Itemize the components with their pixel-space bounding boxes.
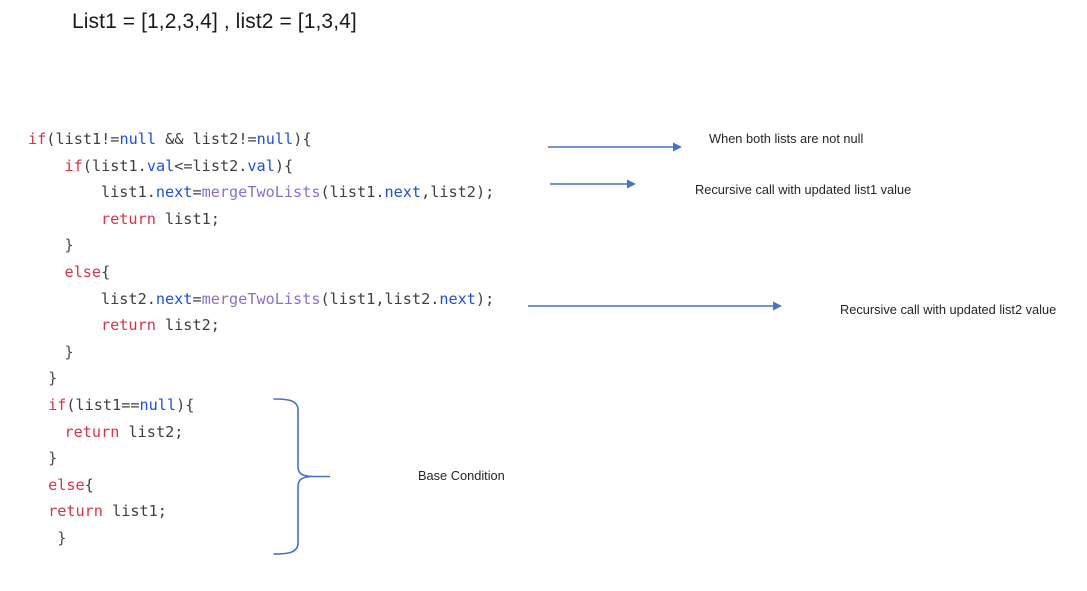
annotation-label: Recursive call with updated list2 value bbox=[840, 302, 1057, 317]
code-token-keyword: return bbox=[101, 316, 156, 335]
code-token-blue: val bbox=[146, 156, 175, 175]
annotation-arrow-icon bbox=[528, 301, 782, 311]
code-token-plain: (list1,list2. bbox=[320, 289, 440, 308]
code-token-plain: ){ bbox=[293, 130, 312, 148]
code-line: return list2; bbox=[28, 312, 494, 339]
code-token-plain: { bbox=[84, 475, 94, 494]
code-line: list1.next=mergeTwoLists(list1.next,list… bbox=[28, 179, 494, 206]
annotation-label: Recursive call with updated list1 value bbox=[695, 182, 912, 197]
code-token-blue: null bbox=[256, 130, 294, 148]
code-token-plain: list1; bbox=[155, 209, 220, 228]
code-line: } bbox=[28, 445, 494, 472]
code-line: return list1; bbox=[28, 498, 494, 525]
code-line: return list2; bbox=[28, 419, 494, 446]
code-token-brace: } bbox=[48, 449, 58, 468]
code-line: else{ bbox=[28, 259, 494, 286]
code-line: } bbox=[28, 365, 494, 392]
code-line: if(list1!=null && list2!=null){ bbox=[28, 126, 494, 153]
code-token-brace: } bbox=[57, 528, 67, 547]
annotation-arrow-icon bbox=[550, 179, 636, 189]
code-token-keyword: if bbox=[28, 130, 47, 148]
code-token-keyword: else bbox=[64, 262, 102, 281]
page-title: List1 = [1,2,3,4] , list2 = [1,3,4] bbox=[72, 10, 357, 33]
code-token-blue: next bbox=[155, 183, 193, 202]
code-token-plain: (list1== bbox=[66, 395, 140, 414]
code-token-blue: next bbox=[384, 183, 422, 202]
code-line: if(list1.val<=list2.val){ bbox=[28, 153, 494, 180]
annotation-label: When both lists are not null bbox=[709, 131, 864, 146]
code-token-function: mergeTwoLists bbox=[201, 289, 321, 308]
code-token-brace: } bbox=[64, 236, 74, 255]
base-condition-label: Base Condition bbox=[418, 468, 505, 483]
code-token-plain: <=list2. bbox=[174, 156, 248, 175]
code-token-plain: list1; bbox=[102, 502, 167, 521]
code-token-plain: ); bbox=[475, 289, 495, 308]
code-token-keyword: else bbox=[48, 475, 85, 494]
code-block: if(list1!=null && list2!=null){if(list1.… bbox=[28, 126, 494, 552]
code-token-keyword: if bbox=[64, 156, 83, 175]
code-token-plain: list2!= bbox=[192, 130, 257, 148]
code-line: } bbox=[28, 339, 494, 366]
code-token-brace: } bbox=[48, 369, 58, 388]
code-token-plain: { bbox=[101, 262, 111, 281]
code-token-plain: ){ bbox=[176, 395, 195, 414]
code-line: } bbox=[28, 525, 494, 552]
code-token-plain: list2; bbox=[119, 422, 184, 441]
code-line: return list1; bbox=[28, 206, 494, 233]
annotation-arrow-icon bbox=[548, 142, 682, 152]
code-token-function: mergeTwoLists bbox=[201, 183, 321, 202]
code-token-keyword: return bbox=[101, 209, 156, 228]
code-token-keyword: if bbox=[48, 395, 67, 414]
code-token-brace: } bbox=[64, 342, 74, 361]
code-token-blue: next bbox=[439, 289, 476, 308]
code-token-plain: (list1. bbox=[320, 183, 385, 202]
code-line: if(list1==null){ bbox=[28, 392, 494, 419]
code-token-blue: null bbox=[139, 395, 177, 414]
code-token-blue: next bbox=[155, 289, 193, 308]
code-token-blue: null bbox=[119, 130, 157, 148]
code-token-keyword: return bbox=[48, 502, 103, 521]
code-token-plain: ,list2); bbox=[421, 183, 495, 202]
base-condition-brace-icon bbox=[273, 398, 330, 555]
code-line: list2.next=mergeTwoLists(list1,list2.nex… bbox=[28, 286, 494, 313]
code-token-plain: ){ bbox=[274, 156, 294, 175]
code-line: else{ bbox=[28, 472, 494, 499]
code-token-plain: (list1!= bbox=[46, 130, 120, 148]
code-token-plain: list2. bbox=[101, 289, 156, 308]
code-token-plain: list1. bbox=[101, 183, 156, 202]
code-token-plain: = bbox=[192, 289, 202, 308]
code-token-plain: list2; bbox=[155, 316, 220, 335]
code-token-plain: (list1. bbox=[82, 156, 147, 175]
code-line: } bbox=[28, 232, 494, 259]
code-token-keyword: return bbox=[64, 422, 120, 441]
code-token-blue: val bbox=[247, 156, 275, 175]
code-token-plain: = bbox=[192, 183, 202, 202]
code-token-plain: && bbox=[156, 130, 193, 148]
